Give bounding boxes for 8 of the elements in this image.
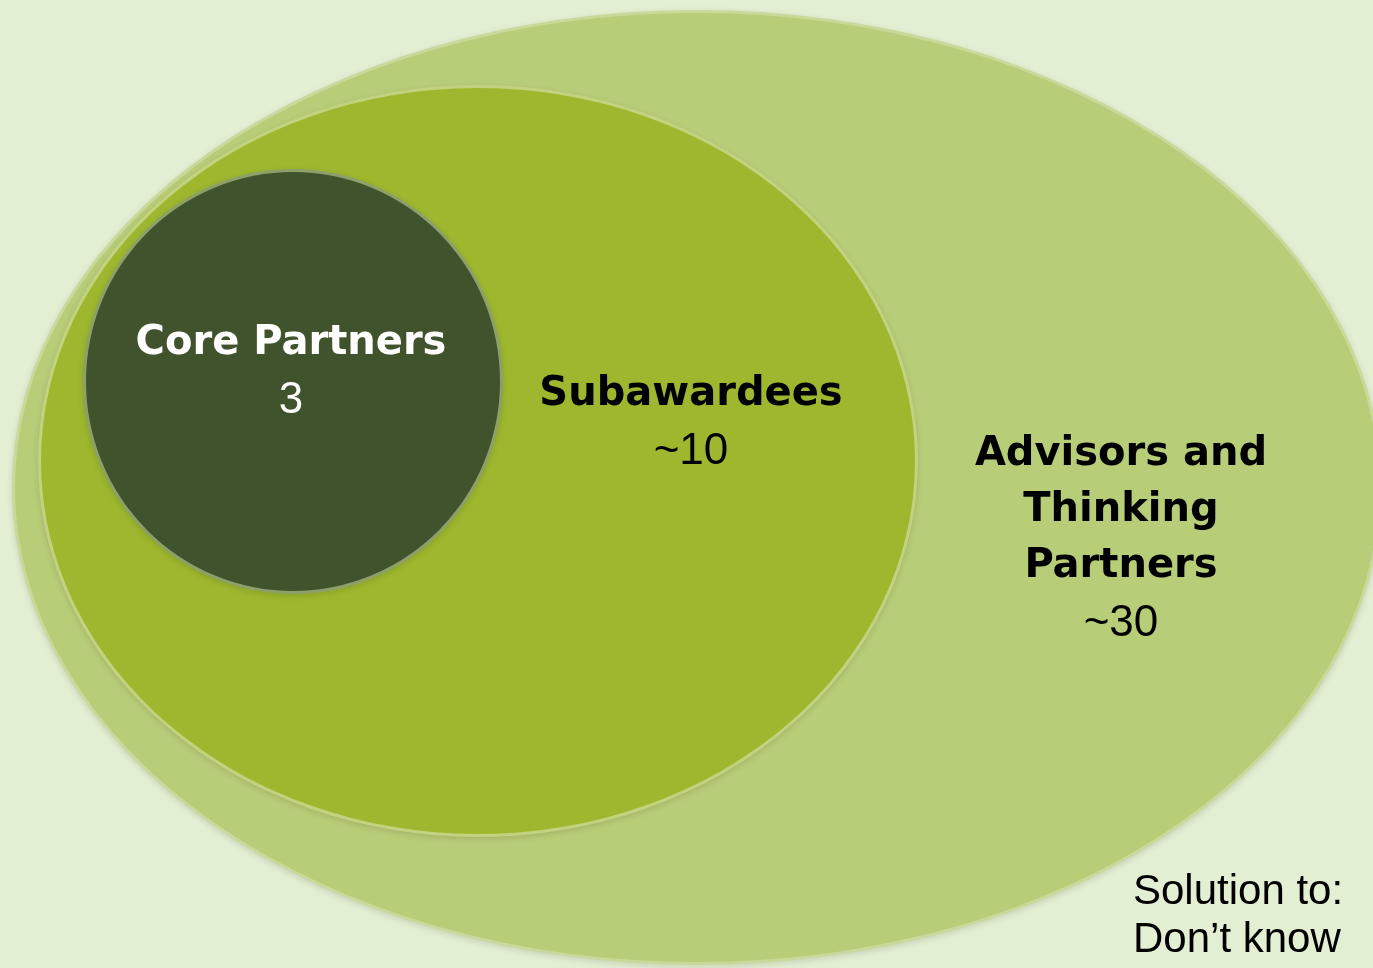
group-title: Advisors and Thinking Partners bbox=[973, 427, 1269, 588]
count-text: ~10 bbox=[652, 423, 730, 475]
note-text: Solution to: bbox=[1133, 866, 1344, 914]
group-title: Subawardees bbox=[538, 367, 844, 416]
count-text: ~30 bbox=[1082, 595, 1160, 647]
count-text: 3 bbox=[277, 372, 305, 424]
group-title: Core Partners bbox=[134, 316, 448, 365]
note-text: Don’t know bbox=[1133, 914, 1341, 962]
